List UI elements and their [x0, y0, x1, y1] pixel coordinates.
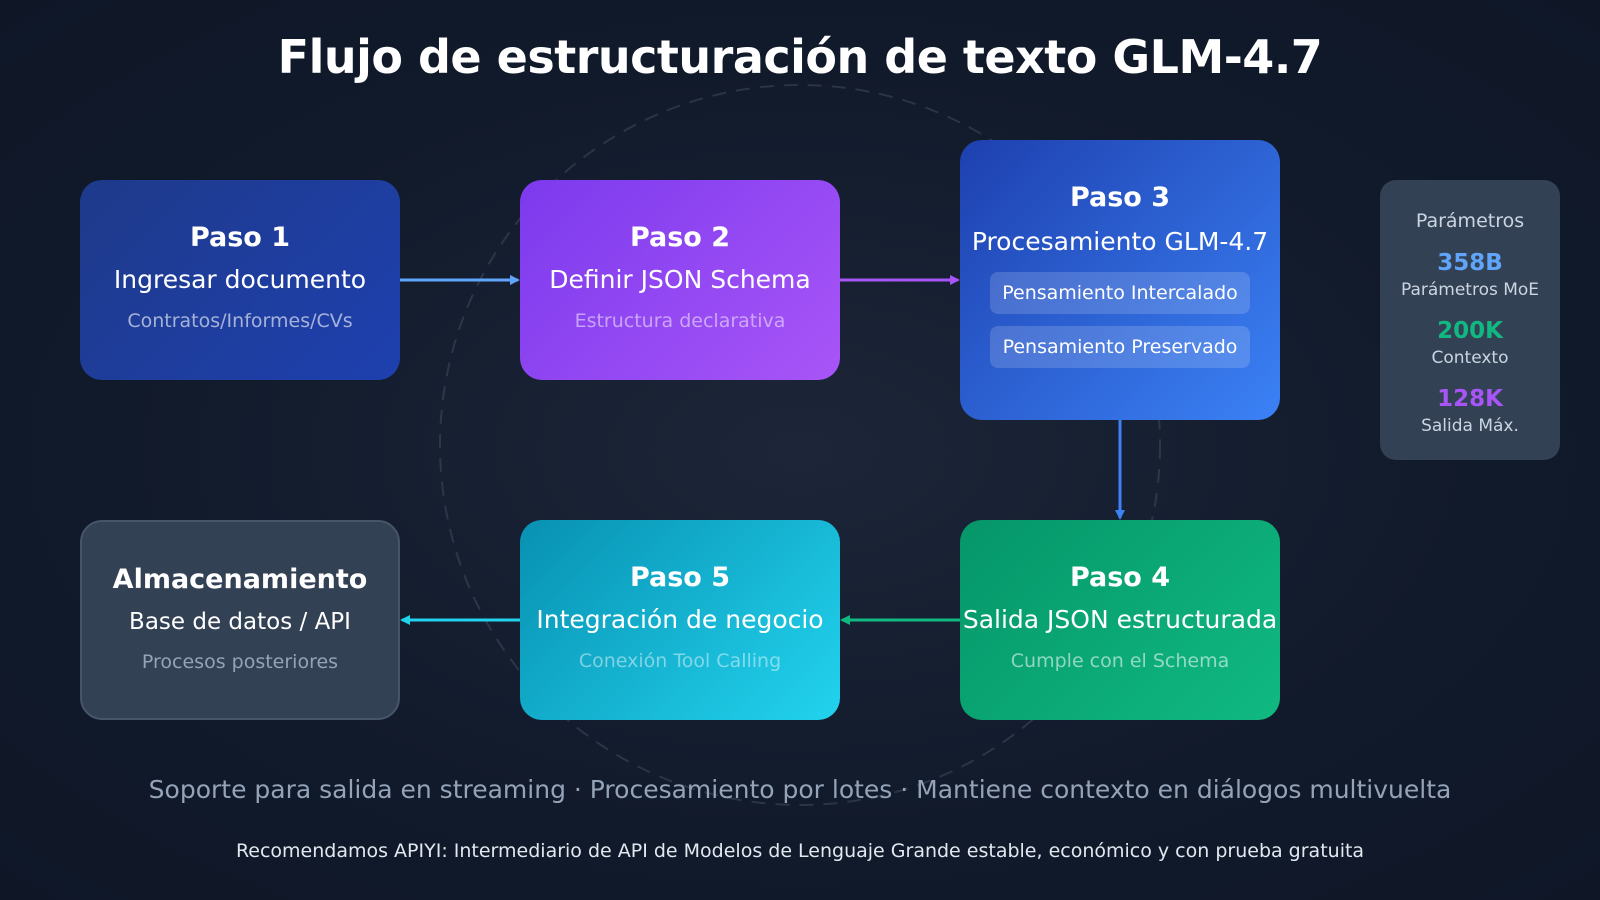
param-label-context: Contexto	[1431, 348, 1509, 368]
step-5-subtitle: Integración de negocio	[536, 605, 824, 634]
param-label-moe: Parámetros MoE	[1400, 280, 1540, 300]
param-label-max-output: Salida Máx.	[1421, 416, 1519, 436]
step-4-box: Paso 4 Salida JSON estructurada Cumple c…	[960, 520, 1280, 720]
step-3-box: Paso 3 Procesamiento GLM-4.7 Pensamiento…	[960, 140, 1280, 420]
background-dashed-circle	[439, 84, 1161, 806]
step-2-note: Estructura declarativa	[574, 310, 786, 332]
step-4-heading: Paso 4	[1069, 562, 1171, 593]
parameters-title: Parámetros	[1415, 210, 1525, 232]
step-5-heading: Paso 5	[629, 562, 731, 593]
param-value-max-output: 128K	[1437, 386, 1503, 412]
recommendation-caption: Recomendamos APIYI: Intermediario de API…	[235, 840, 1365, 862]
param-value-context: 200K	[1437, 318, 1503, 344]
storage-note: Procesos posteriores	[141, 651, 339, 673]
storage-subtitle: Base de datos / API	[129, 609, 351, 635]
step-2-box: Paso 2 Definir JSON Schema Estructura de…	[520, 180, 840, 380]
step-1-subtitle: Ingresar documento	[113, 265, 367, 294]
features-caption: Soporte para salida en streaming · Proce…	[148, 775, 1452, 804]
step-3-subtitle: Procesamiento GLM-4.7	[971, 227, 1269, 256]
step-4-subtitle: Salida JSON estructurada	[962, 605, 1278, 634]
param-value-moe: 358B	[1437, 250, 1503, 276]
step-5-note: Conexión Tool Calling	[578, 650, 782, 672]
step-1-note: Contratos/Informes/CVs	[127, 310, 353, 332]
step-3-chip-interleaved-thinking: Pensamiento Intercalado	[990, 272, 1250, 314]
step-2-subtitle: Definir JSON Schema	[549, 265, 811, 294]
storage-heading: Almacenamiento	[112, 564, 368, 595]
parameters-panel: Parámetros 358B Parámetros MoE 200K Cont…	[1380, 180, 1560, 460]
diagram-title: Flujo de estructuración de texto GLM-4.7	[277, 30, 1323, 84]
storage-box: Almacenamiento Base de datos / API Proce…	[80, 520, 400, 720]
step-3-chip-preserved-thinking: Pensamiento Preservado	[990, 326, 1250, 368]
step-1-heading: Paso 1	[189, 222, 291, 253]
step-5-box: Paso 5 Integración de negocio Conexión T…	[520, 520, 840, 720]
step-4-note: Cumple con el Schema	[1010, 650, 1230, 672]
step-1-box: Paso 1 Ingresar documento Contratos/Info…	[80, 180, 400, 380]
step-2-heading: Paso 2	[629, 222, 731, 253]
step-3-heading: Paso 3	[1069, 182, 1171, 213]
